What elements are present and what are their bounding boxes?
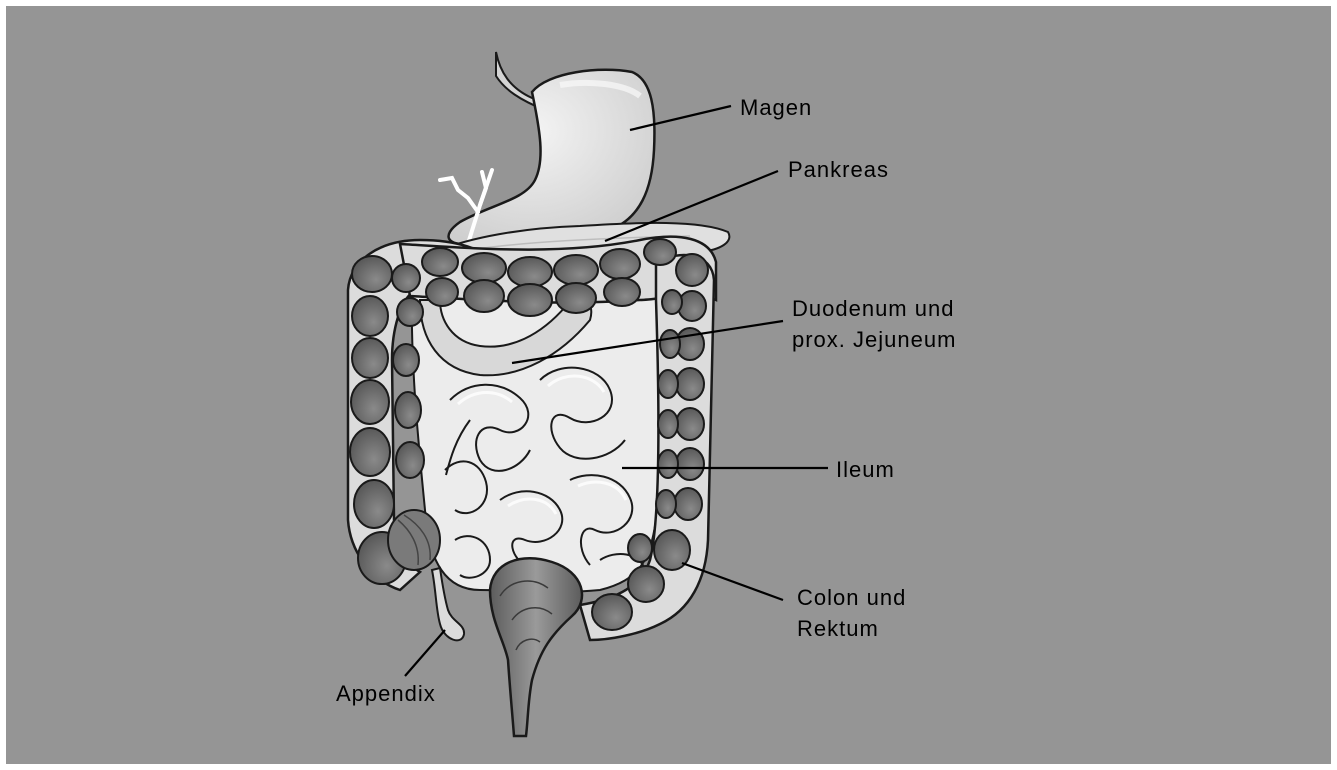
label-colon-line2: Rektum [797,613,879,644]
leader-line-appendix [405,630,445,676]
stomach [449,70,655,244]
label-duodenum-line2: prox. Jejuneum [792,324,956,355]
label-ileum: Ileum [836,454,895,485]
label-duodenum-line1: Duodenum und [792,293,954,324]
rectum [490,558,582,736]
label-pancreas: Pankreas [788,154,889,185]
label-stomach: Magen [740,92,812,123]
label-appendix: Appendix [336,678,436,709]
label-colon-line1: Colon und [797,582,906,613]
